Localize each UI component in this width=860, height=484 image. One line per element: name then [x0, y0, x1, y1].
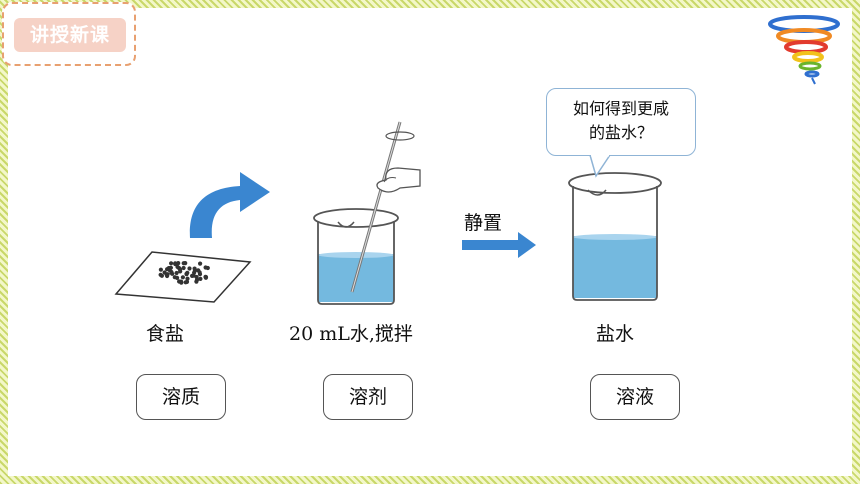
- salt-label: 食盐: [146, 323, 185, 345]
- curved-arrow-icon: [189, 172, 270, 238]
- brine-label: 盐水: [596, 323, 635, 345]
- solution-box: 溶液: [590, 374, 680, 420]
- water-stir-label: 20 mL水,搅拌: [289, 323, 413, 345]
- solvent-box: 溶剂: [323, 374, 413, 420]
- beaker-stirring-icon: [313, 121, 421, 305]
- question-bubble: 如何得到更咸 的盐水？: [546, 88, 696, 156]
- bubble-line-1: 如何得到更咸: [572, 99, 669, 118]
- section-title: 讲授新课: [14, 18, 126, 52]
- let-stand-label: 静置: [464, 212, 503, 234]
- bubble-line-2: 的盐水？: [588, 123, 653, 142]
- tornado-logo-icon: [768, 15, 840, 85]
- bubble-tail: [589, 154, 611, 178]
- right-arrow-icon: [462, 232, 536, 258]
- section-tag: 讲授新课: [2, 2, 136, 66]
- salt-on-paper-icon: [114, 251, 252, 303]
- beaker-brine-icon: [568, 172, 662, 301]
- solute-box: 溶质: [136, 374, 226, 420]
